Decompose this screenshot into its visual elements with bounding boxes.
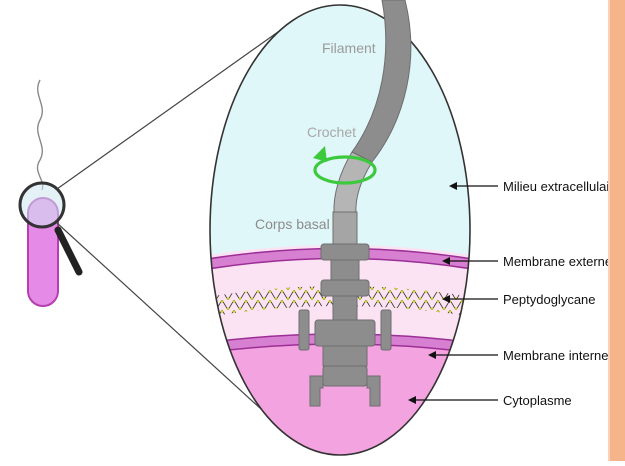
accent-sidebar-stripe bbox=[608, 0, 610, 461]
stator-right bbox=[381, 310, 391, 350]
label-cytoplasme: Cytoplasme bbox=[503, 393, 572, 408]
accent-sidebar bbox=[608, 0, 625, 461]
l-ring bbox=[321, 244, 369, 260]
ms-ring bbox=[315, 320, 375, 346]
label-membrane-externe: Membrane externe bbox=[503, 254, 612, 269]
flagellum-wave bbox=[37, 80, 42, 190]
label-milieu-extracellulaire: Milieu extracellulaire bbox=[503, 179, 621, 194]
label-crochet: Crochet bbox=[307, 124, 356, 140]
label-corps-basal: Corps basal bbox=[255, 216, 330, 232]
label-filament: Filament bbox=[322, 40, 376, 56]
p-ring bbox=[321, 280, 369, 296]
c-ring bbox=[323, 366, 367, 386]
label-peptidoglycane: Peptydoglycane bbox=[503, 292, 596, 307]
label-membrane-interne: Membrane interne bbox=[503, 348, 609, 363]
stator-left bbox=[299, 310, 309, 350]
